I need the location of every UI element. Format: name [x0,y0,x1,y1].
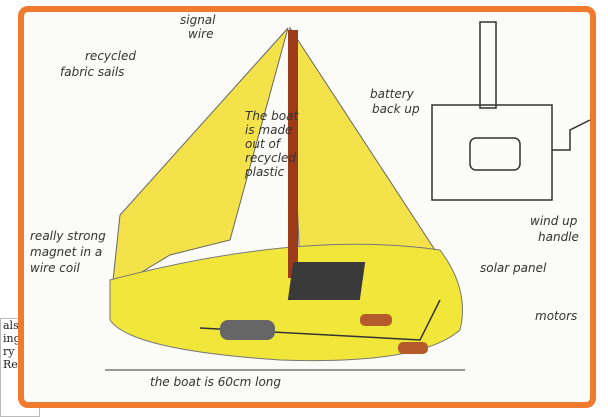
length-label: the boat is 60cm long [150,375,281,389]
motor-2 [398,342,428,354]
battery [470,138,520,170]
solar-panel [288,262,365,300]
magnet-coil [220,320,275,340]
wind-up-handle [552,120,590,150]
motor-1 [360,314,392,326]
battery-box [432,105,552,200]
motors-label: motors [535,309,577,323]
solar-panel-label: solar panel [480,261,547,275]
signal-antenna [480,22,496,108]
right-sail [290,28,435,270]
